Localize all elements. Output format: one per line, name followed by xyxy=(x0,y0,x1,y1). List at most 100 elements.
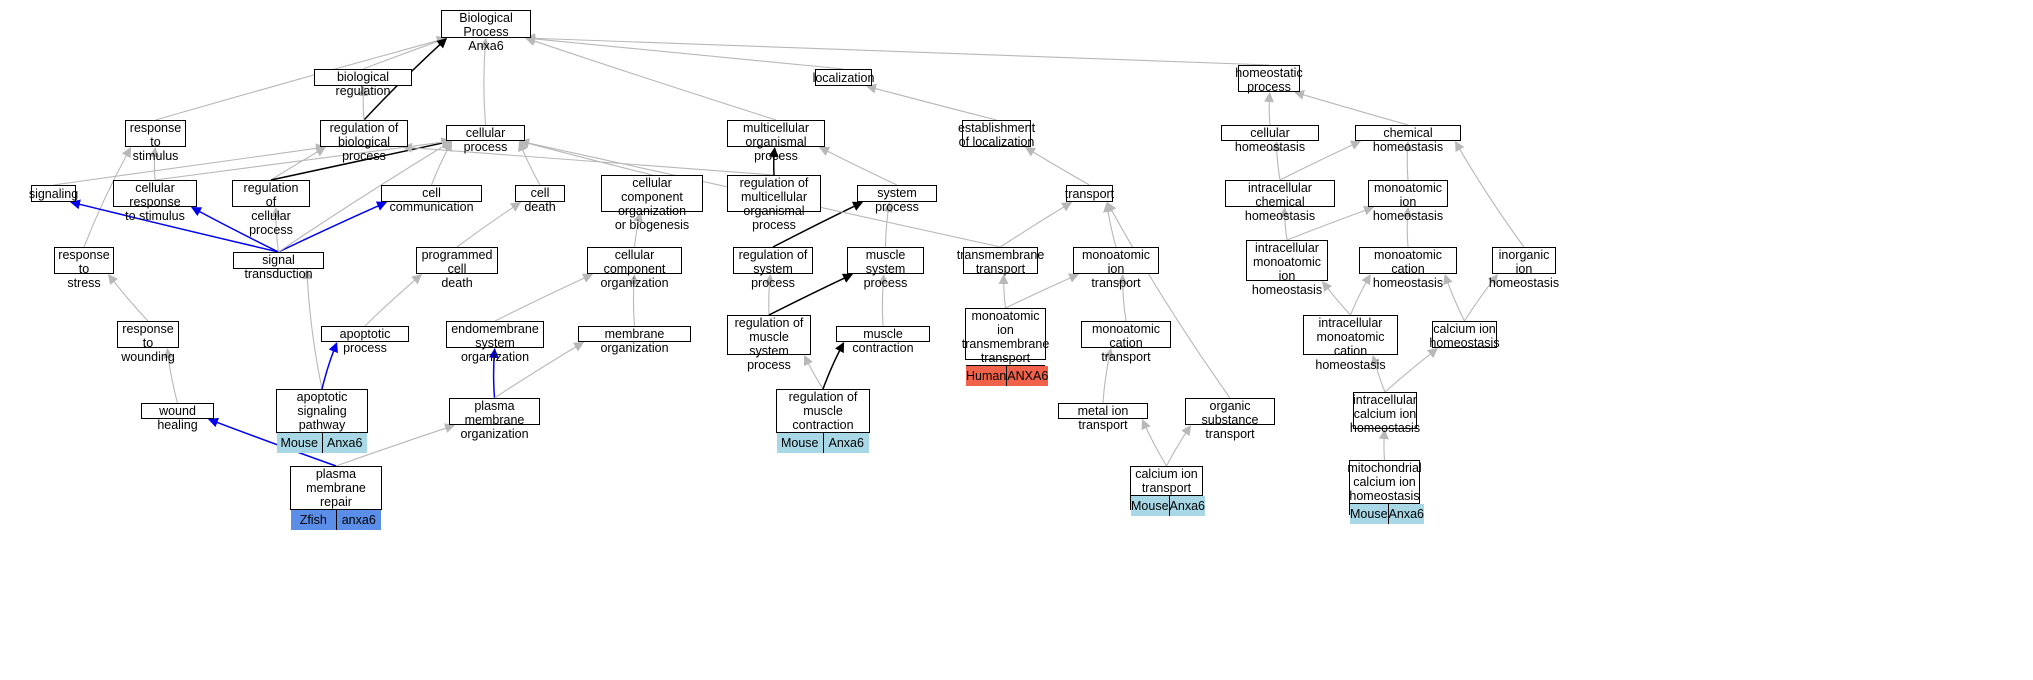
edge-mono_homeo-to-chem_homeo xyxy=(1402,141,1413,181)
go-term-intra-mono-cat[interactable]: intracellular monoatomic cation homeosta… xyxy=(1303,315,1398,372)
go-term-cell-homeo[interactable]: cellular homeostasis xyxy=(1221,125,1319,154)
term-label: programmed cell death xyxy=(421,248,493,290)
go-term-ccob[interactable]: cellular component organization or bioge… xyxy=(601,175,703,232)
go-term-muscle-contr[interactable]: muscle contraction xyxy=(836,326,930,355)
edge-resp_stress-to-resp_stim xyxy=(83,147,132,248)
gene-label: anxa6 xyxy=(335,510,381,530)
edge-intra_mono_cat-to-intra_mono xyxy=(1321,281,1351,316)
go-term-homeostatic[interactable]: homeostatic process xyxy=(1235,65,1303,94)
edge-mono_cat_transport-to-mono_transport xyxy=(1117,274,1128,322)
go-term-resp-stim[interactable]: response to stimulus xyxy=(125,120,186,163)
edge-reg_muscle_contr-to-reg_muscle_sys xyxy=(803,354,824,390)
go-term-bioreg[interactable]: biological regulation xyxy=(314,69,412,98)
go-term-apoptotic[interactable]: apoptotic process xyxy=(321,326,409,355)
go-term-inorg-homeo[interactable]: inorganic ion homeostasis xyxy=(1489,247,1559,290)
edge-reg_multi-to-reg_bio xyxy=(402,142,775,176)
term-label: monoatomic cation homeostasis xyxy=(1372,248,1444,290)
go-term-ca-homeo[interactable]: calcium ion homeostasis xyxy=(1429,321,1500,350)
go-term-wound-heal[interactable]: wound healing xyxy=(141,403,214,432)
go-term-mono-homeo[interactable]: monoatomic ion homeostasis xyxy=(1368,180,1448,223)
go-term-reg-bio[interactable]: regulation of biological process xyxy=(320,120,408,163)
go-term-transport[interactable]: transport xyxy=(1065,185,1114,202)
edge-localization-to-bp xyxy=(525,34,844,70)
go-term-endomem[interactable]: endomembrane system organization xyxy=(446,321,544,364)
term-label: cellular component organization or bioge… xyxy=(614,176,690,232)
go-term-prog-death[interactable]: programmed cell death xyxy=(416,247,498,290)
go-term-mono-transport[interactable]: monoatomic ion transport xyxy=(1073,247,1159,290)
go-term-cell-comm[interactable]: cell communication xyxy=(381,185,482,214)
edge-apop_sig-to-apoptotic xyxy=(321,342,338,390)
edge-signaling-to-reg_bio xyxy=(53,143,326,186)
edge-intra_ca-to-ca_homeo xyxy=(1384,347,1438,393)
go-term-sys-proc[interactable]: system process xyxy=(857,185,937,214)
go-term-mem-org[interactable]: membrane organization xyxy=(578,326,691,355)
go-term-org-sub[interactable]: organic substance transport xyxy=(1185,398,1275,441)
go-term-cellular[interactable]: cellular process xyxy=(446,125,525,154)
term-label: system process xyxy=(875,186,919,214)
edge-tm_transport-to-transport xyxy=(1000,201,1073,248)
edge-org_sub-to-transport xyxy=(1107,201,1231,399)
go-term-mono-cat-homeo[interactable]: monoatomic cation homeostasis xyxy=(1359,247,1457,290)
go-term-intra-chem[interactable]: intracellular chemical homeostasis xyxy=(1225,180,1335,223)
go-term-metal-transport[interactable]: metal ion transport xyxy=(1058,403,1148,432)
edge-reg_multi-to-multicell xyxy=(768,147,779,176)
go-term-resp-stress[interactable]: response to stress xyxy=(54,247,114,290)
edge-est_loc-to-localization xyxy=(866,83,997,121)
gene-label: ANXA6 xyxy=(1006,366,1049,386)
edge-inorg_homeo-to-chem_homeo xyxy=(1455,140,1525,248)
go-term-signaling[interactable]: signaling xyxy=(29,185,78,202)
edge-reg_sys-to-sys_proc xyxy=(772,201,864,248)
term-label: cellular homeostasis xyxy=(1234,126,1306,154)
go-term-sig-trans[interactable]: signal transduction xyxy=(233,252,324,281)
term-label: monoatomic cation transport xyxy=(1091,322,1161,364)
edge-mito_ca-to-intra_ca xyxy=(1378,429,1389,461)
edge-intra_mono_cat-to-mono_cat_homeo xyxy=(1349,274,1371,316)
go-term-reg-muscle-sys[interactable]: regulation of muscle system process xyxy=(727,315,811,372)
species-label: Mouse xyxy=(277,433,322,453)
edge-muscle_contr-to-muscle_sys xyxy=(878,274,888,327)
term-label: homeostatic process xyxy=(1235,66,1303,94)
edge-mem_org-to-cco xyxy=(628,274,639,327)
edge-apop_sig-to-sig_trans xyxy=(302,269,323,390)
term-label: muscle system process xyxy=(863,248,908,290)
go-term-mono-cat-transport[interactable]: monoatomic cation transport xyxy=(1081,321,1171,364)
term-label: organic substance transport xyxy=(1201,399,1259,441)
edge-multicell-to-bp xyxy=(525,36,777,121)
go-term-bp[interactable]: Biological Process Anxa6 xyxy=(441,10,531,53)
go-term-reg-multi[interactable]: regulation of multicellular organismal p… xyxy=(727,175,821,232)
term-label: cellular response to stimulus xyxy=(125,181,185,223)
go-term-cco[interactable]: cellular component organization xyxy=(587,247,682,290)
go-term-chem-homeo[interactable]: chemical homeostasis xyxy=(1355,125,1461,154)
go-term-resp-wound[interactable]: response to wounding xyxy=(117,321,179,364)
edge-sig_trans-to-cellular xyxy=(278,140,453,253)
go-term-intra-mono[interactable]: intracellular monoatomic ion homeostasis xyxy=(1246,240,1328,297)
go-term-est-loc[interactable]: establishment of localization xyxy=(958,120,1035,149)
go-term-intra-ca[interactable]: intracellular calcium ion homeostasis xyxy=(1350,392,1420,435)
go-term-reg-cell[interactable]: regulation of cellular process xyxy=(232,180,310,237)
go-term-pm-org[interactable]: plasma membrane organization xyxy=(449,398,540,441)
edge-mono_tm-to-mono_transport xyxy=(1005,273,1080,309)
go-term-tm-transport[interactable]: transmembrane transport xyxy=(957,247,1044,276)
go-term-localization[interactable]: localization xyxy=(813,69,874,86)
term-label: monoatomic ion homeostasis xyxy=(1372,181,1444,223)
edge-resp_stim-to-bp xyxy=(155,35,447,121)
edge-intra_ca-to-intra_mono_cat xyxy=(1370,355,1386,393)
edge-muscle_sys-to-sys_proc xyxy=(882,202,893,248)
gene-label: Anxa6 xyxy=(1168,496,1205,516)
go-term-multicell[interactable]: multicellular organismal process xyxy=(727,120,825,163)
term-label: intracellular chemical homeostasis xyxy=(1244,181,1316,223)
term-label: regulation of cellular process xyxy=(243,181,299,237)
go-term-muscle-sys[interactable]: muscle system process xyxy=(847,247,924,290)
go-term-reg-sys[interactable]: regulation of system process xyxy=(733,247,813,290)
go-term-cell-resp[interactable]: cellular response to stimulus xyxy=(113,180,197,223)
go-term-cell-death[interactable]: cell death xyxy=(515,185,565,214)
edge-endomem-to-cco xyxy=(494,273,594,322)
